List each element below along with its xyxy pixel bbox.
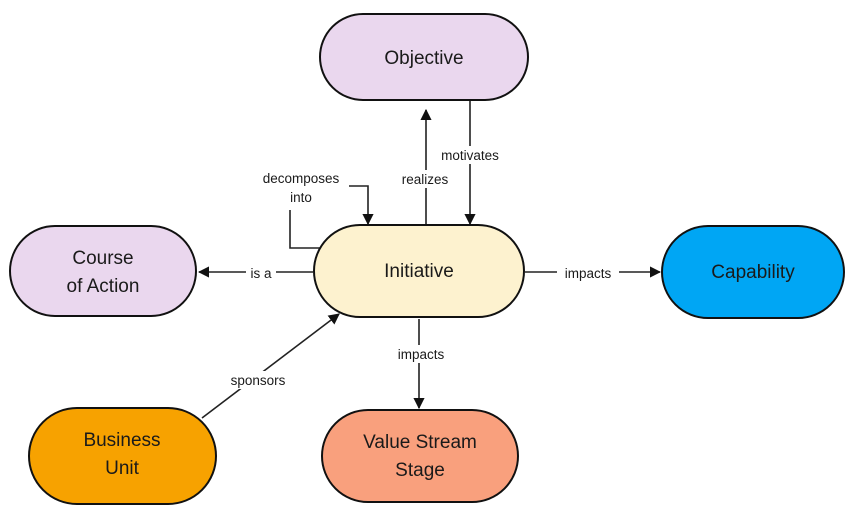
motivates-label: motivates	[441, 148, 499, 163]
impacts-capability-label: impacts	[565, 266, 612, 281]
node-course-of-action: Course of Action	[9, 225, 197, 317]
sponsors-label: sponsors	[231, 373, 286, 388]
edge-label-motivates: motivates	[433, 146, 507, 164]
node-capability: Capability	[661, 225, 845, 319]
capability-shape	[661, 225, 845, 319]
value-stream-stage-shape	[321, 409, 519, 503]
node-objective: Objective	[319, 13, 529, 101]
objective-label: Objective	[384, 48, 463, 69]
edge-label-decomposes-into: decomposes into	[253, 170, 349, 210]
initiative-label: Initiative	[384, 261, 454, 282]
node-value-stream-stage: Value Stream Stage	[321, 409, 519, 503]
capability-label: Capability	[711, 262, 795, 283]
is-a-label: is a	[250, 266, 272, 281]
node-business-unit: Business Unit	[28, 407, 217, 505]
value-stream-stage-label-line1: Value Stream	[363, 432, 477, 453]
business-unit-shape	[28, 407, 217, 505]
business-unit-label-line2: Unit	[105, 458, 140, 479]
node-initiative: Initiative	[313, 224, 525, 318]
edge-label-impacts-value-stream: impacts	[390, 345, 452, 363]
business-unit-label-line1: Business	[83, 430, 160, 451]
impacts-value-stream-label: impacts	[398, 347, 445, 362]
initiative-shape	[313, 224, 525, 318]
realizes-label: realizes	[402, 172, 449, 187]
edge-label-sponsors: sponsors	[222, 371, 294, 389]
objective-shape	[319, 13, 529, 101]
edge-label-impacts-capability: impacts	[557, 264, 619, 282]
value-stream-stage-label-line2: Stage	[395, 460, 445, 481]
course-of-action-shape	[9, 225, 197, 317]
edge-sponsors	[201, 313, 340, 419]
course-of-action-label-line2: of Action	[67, 276, 140, 297]
decomposes-label: decomposes	[263, 171, 340, 186]
edge-sponsors-line	[201, 313, 340, 419]
course-of-action-label-line1: Course	[72, 248, 133, 269]
into-label: into	[290, 190, 312, 205]
edge-label-is-a: is a	[246, 264, 276, 282]
edge-label-realizes: realizes	[396, 170, 454, 188]
